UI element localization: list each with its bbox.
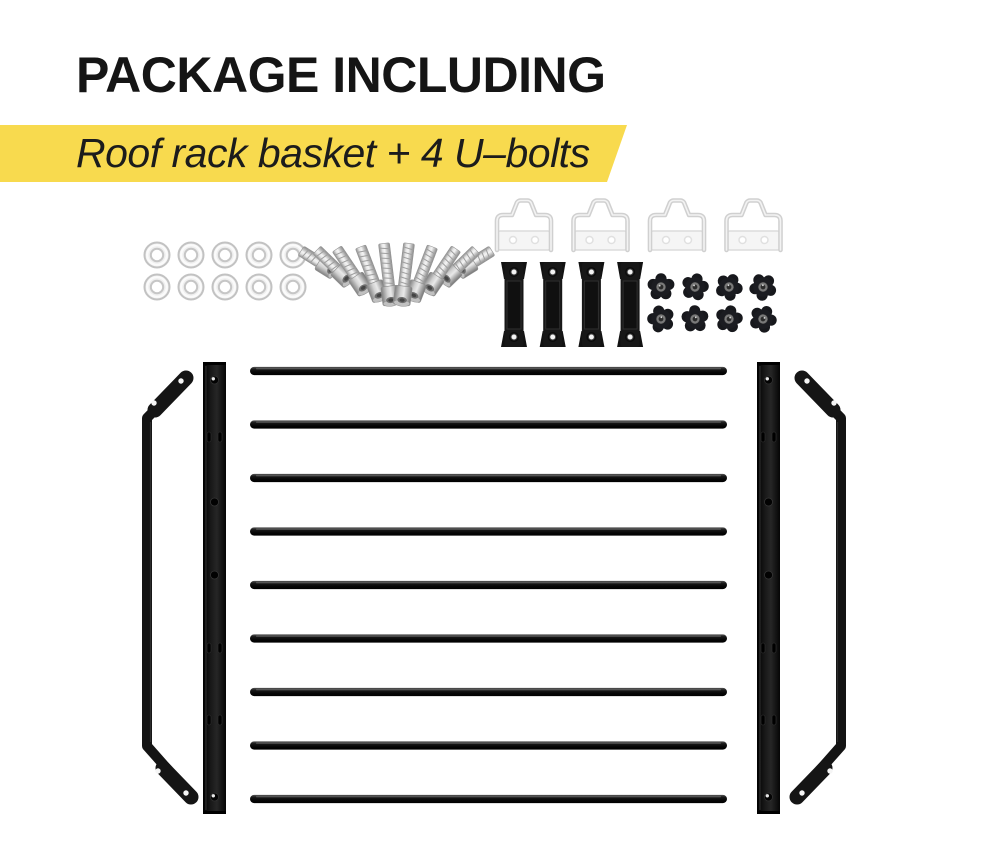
washer bbox=[245, 273, 273, 301]
page-title: PACKAGE INCLUDING bbox=[76, 47, 606, 103]
washer bbox=[245, 241, 273, 269]
crossbar bbox=[250, 794, 727, 804]
clamp-plate bbox=[539, 262, 566, 347]
knob bbox=[749, 274, 777, 301]
clamp-plate bbox=[617, 262, 644, 347]
knob bbox=[716, 274, 743, 301]
crossbars-group bbox=[250, 366, 727, 804]
crossbar bbox=[250, 420, 727, 429]
bolts-group bbox=[298, 242, 495, 307]
crossbar bbox=[250, 366, 727, 376]
clamp-plates-group bbox=[501, 262, 644, 347]
washer bbox=[279, 273, 307, 301]
end-rail-left bbox=[142, 370, 199, 805]
washer bbox=[177, 241, 205, 269]
bolt bbox=[392, 242, 415, 307]
subtitle-text: Roof rack basket + 4 U–bolts bbox=[76, 130, 590, 176]
side-rail-right bbox=[757, 362, 780, 814]
knobs-group bbox=[647, 273, 777, 333]
washers-group bbox=[143, 241, 307, 301]
knob bbox=[647, 273, 675, 300]
subtitle-banner: Roof rack basket + 4 U–bolts bbox=[0, 125, 627, 182]
u-bolt bbox=[724, 198, 783, 253]
washer bbox=[143, 241, 171, 269]
end-rails-group bbox=[142, 370, 846, 805]
crossbar bbox=[250, 687, 727, 697]
crossbar bbox=[250, 634, 727, 643]
washer bbox=[211, 273, 239, 301]
crossbar bbox=[250, 580, 727, 590]
washer bbox=[177, 273, 205, 301]
washer bbox=[143, 273, 171, 301]
u-bolt bbox=[571, 198, 630, 253]
side-rails-group bbox=[203, 362, 780, 814]
knob bbox=[681, 305, 709, 332]
clamp-plate bbox=[501, 262, 527, 347]
clamp-plate bbox=[578, 262, 605, 347]
knob bbox=[716, 305, 743, 333]
crossbar bbox=[250, 527, 727, 536]
knob bbox=[682, 273, 709, 301]
u-bolt bbox=[494, 198, 554, 253]
u-bolts-group bbox=[494, 198, 783, 253]
washer bbox=[279, 241, 307, 269]
crossbar bbox=[250, 473, 727, 483]
washer bbox=[211, 241, 239, 269]
bolt bbox=[332, 246, 373, 297]
u-bolt bbox=[647, 198, 707, 253]
end-rail-right bbox=[789, 370, 846, 805]
crossbar bbox=[250, 741, 727, 750]
knob bbox=[750, 306, 777, 333]
knob bbox=[647, 305, 674, 333]
side-rail-left bbox=[203, 362, 226, 814]
